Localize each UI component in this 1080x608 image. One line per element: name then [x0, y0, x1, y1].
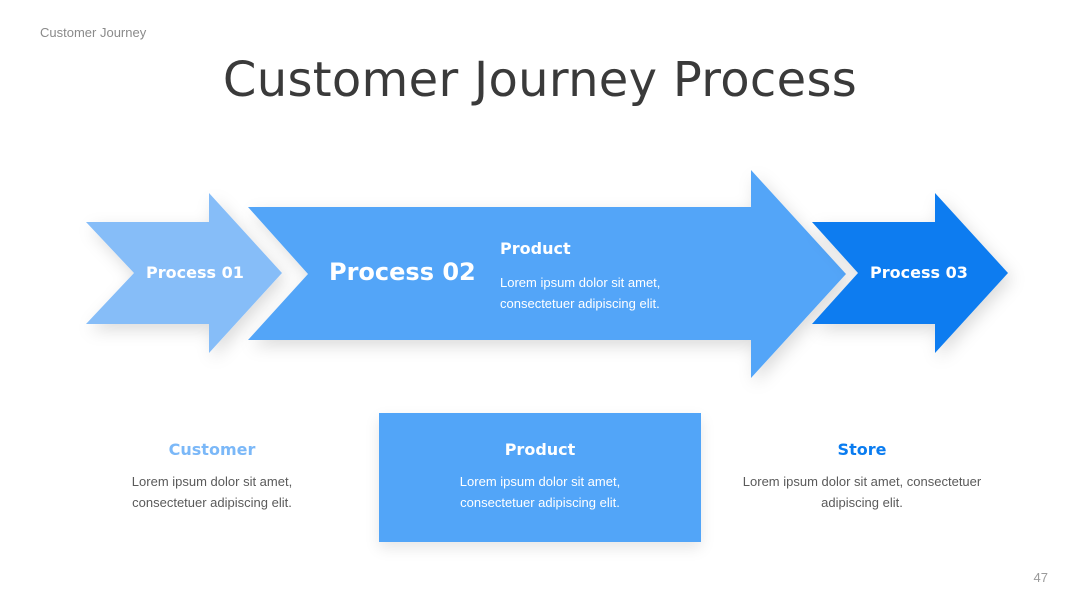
process-01-label: Process 01	[146, 263, 244, 282]
customer-card: Customer Lorem ipsum dolor sit amet, con…	[92, 440, 332, 513]
section-label: Customer Journey	[40, 25, 147, 40]
page-number: 47	[1033, 570, 1048, 585]
store-text-line2: adipiscing elit.	[821, 495, 903, 510]
store-heading: Store	[837, 440, 887, 459]
page-title: Customer Journey Process	[222, 52, 858, 108]
product-card-box	[379, 413, 701, 542]
process-02-arrow	[248, 170, 846, 378]
product-heading: Product	[504, 440, 576, 459]
store-card: Store Lorem ipsum dolor sit amet, consec…	[722, 440, 1002, 513]
process-03-label: Process 03	[870, 263, 968, 282]
customer-text-line2: consectetuer adipiscing elit.	[132, 495, 292, 510]
process-02-description: Lorem ipsum dolor sit amet, consectetuer…	[500, 272, 720, 314]
process-02-heading: Product	[500, 239, 571, 258]
customer-text-line1: Lorem ipsum dolor sit amet,	[131, 474, 293, 489]
process-02-description-line2: consectetuer adipiscing elit.	[500, 296, 660, 311]
product-card: Product Lorem ipsum dolor sit amet, cons…	[379, 440, 701, 513]
process-03-arrow	[812, 193, 1008, 353]
store-text-line1: Lorem ipsum dolor sit amet, consectetuer	[742, 474, 982, 489]
process-02-label: Process 02	[329, 258, 476, 286]
process-02-description-line1: Lorem ipsum dolor sit amet,	[500, 275, 661, 290]
product-text-line2: consectetuer adipiscing elit.	[460, 495, 620, 510]
product-text-line1: Lorem ipsum dolor sit amet,	[459, 474, 621, 489]
process-01-arrow	[86, 193, 282, 353]
customer-heading: Customer	[168, 440, 256, 459]
